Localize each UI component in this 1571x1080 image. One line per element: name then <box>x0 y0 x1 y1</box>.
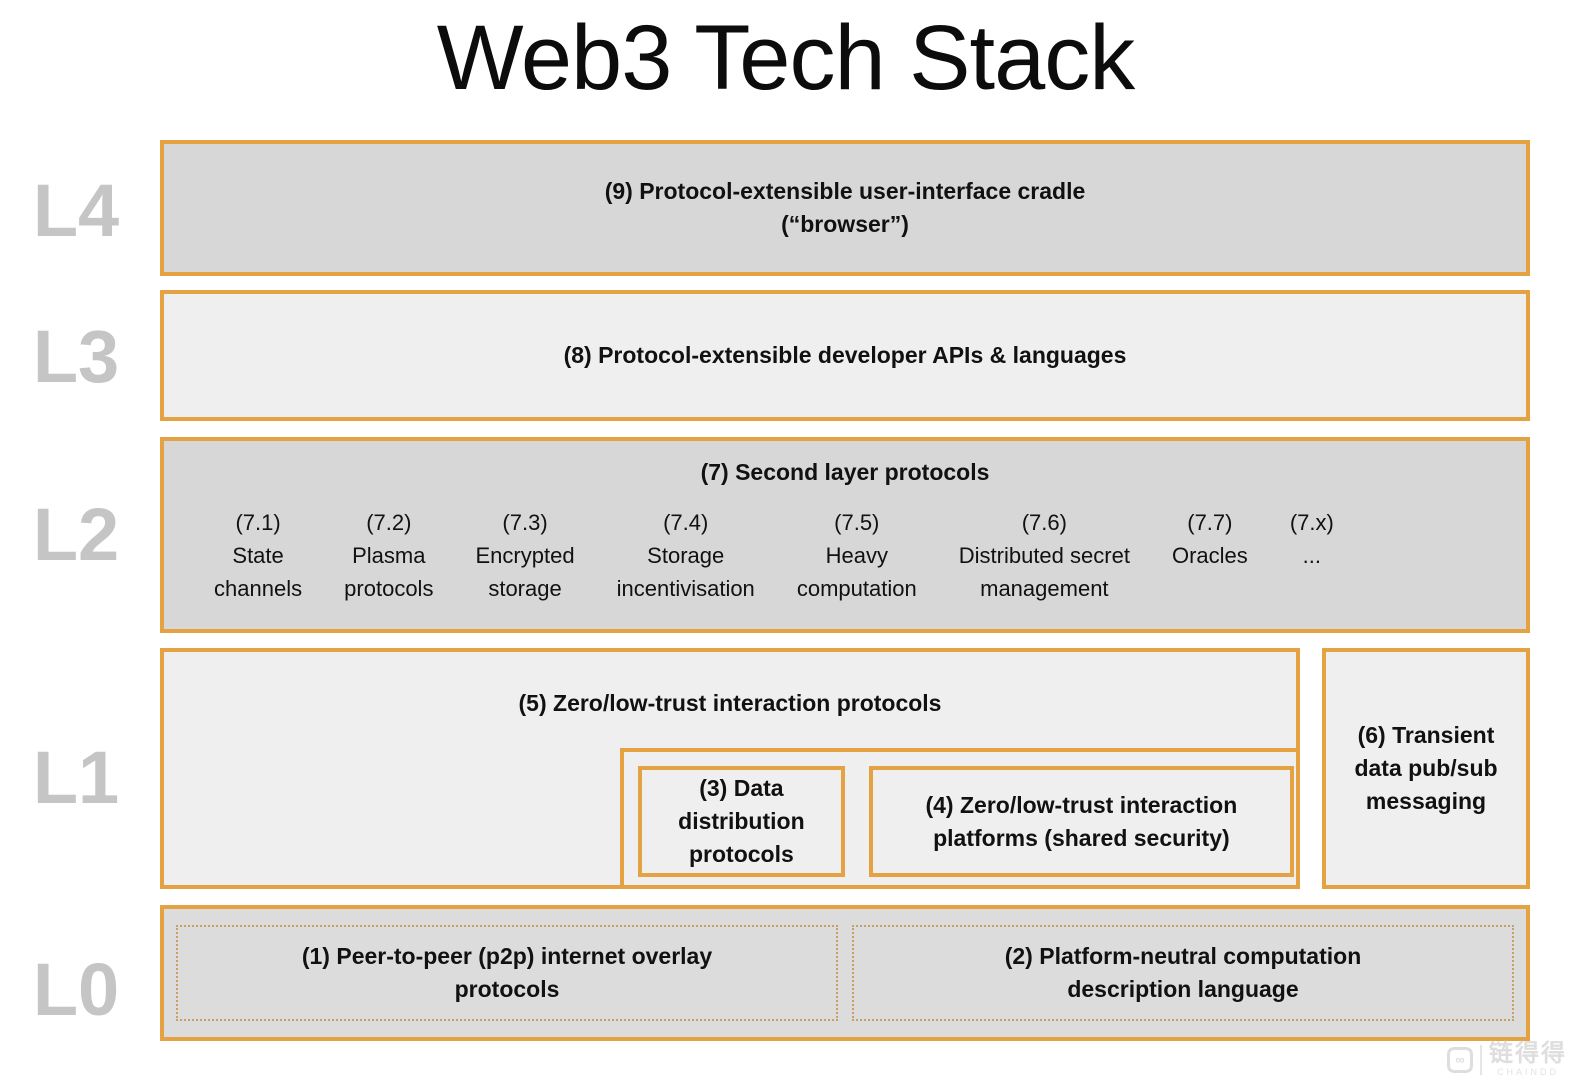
l2-item-num: (7.2) <box>366 510 412 535</box>
watermark: ∞ 链得得 CHAINDD <box>1447 1041 1567 1078</box>
l2-item-etc: (7.x) ... <box>1290 506 1334 572</box>
l2-item-num: (7.1) <box>235 510 281 535</box>
box-p2p-overlay: (1) Peer-to-peer (p2p) internet overlay … <box>176 925 838 1021</box>
l2-item-num: (7.6) <box>1021 510 1067 535</box>
box-data-distribution-line3: protocols <box>688 841 794 867</box>
l2-item-name: Distributed secret <box>958 543 1130 568</box>
l2-item-num: (7.7) <box>1187 510 1233 535</box>
l2-item-name: management <box>980 576 1109 601</box>
l2-item-name: incentivisation <box>616 576 755 601</box>
l2-item-heavy-computation: (7.5) Heavy computation <box>797 506 917 605</box>
l2-item-oracles: (7.7) Oracles <box>1172 506 1248 572</box>
box-developer-apis-line1: (8) Protocol-extensible developer APIs &… <box>563 342 1127 368</box>
box-transient-pubsub-line1: (6) Transient <box>1357 722 1495 748</box>
watermark-cjk-text: 链得得 <box>1489 1040 1567 1067</box>
box-p2p-overlay-line1: (1) Peer-to-peer (p2p) internet overlay <box>301 943 713 969</box>
l2-item-name: Encrypted <box>475 543 575 568</box>
l2-item-encrypted-storage: (7.3) Encrypted storage <box>476 506 575 605</box>
box-transient-pubsub: (6) Transient data pub/sub messaging <box>1322 648 1530 889</box>
box-interaction-platforms: (4) Zero/low-trust interaction platforms… <box>868 766 1294 877</box>
l2-item-name: State <box>232 543 284 568</box>
layer-label-l2: L2 <box>32 493 120 576</box>
layer-label-l4: L4 <box>32 169 120 252</box>
box-transient-pubsub-line3: messaging <box>1365 788 1487 814</box>
l2-item-num: (7.5) <box>834 510 880 535</box>
l2-item-name: ... <box>1302 543 1321 568</box>
box-computation-language-line1: (2) Platform-neutral computation <box>1004 943 1362 969</box>
watermark-divider <box>1480 1044 1482 1075</box>
box-transient-pubsub-line2: data pub/sub <box>1354 755 1498 781</box>
l2-item-name: Oracles <box>1171 543 1248 568</box>
box-data-distribution-line2: distribution <box>678 808 805 834</box>
second-layer-columns: (7.1) State channels (7.2) Plasma protoc… <box>164 506 1526 605</box>
chaindd-logo-icon: ∞ <box>1447 1046 1473 1073</box>
box-l0-container: (1) Peer-to-peer (p2p) internet overlay … <box>160 905 1530 1041</box>
box-data-distribution: (3) Data distribution protocols <box>638 766 845 877</box>
box-interaction-platforms-line1: (4) Zero/low-trust interaction <box>925 791 1238 818</box>
box-computation-language: (2) Platform-neutral computation descrip… <box>852 925 1514 1021</box>
l2-item-name: channels <box>214 576 303 601</box>
box-browser-cradle-line1: (9) Protocol-extensible user-interface c… <box>604 178 1086 204</box>
box-interaction-platforms-line2: platforms (shared security) <box>933 824 1230 851</box>
l2-item-name: protocols <box>344 576 434 601</box>
l2-item-name: storage <box>488 576 562 601</box>
box-zero-low-trust-protocols: (5) Zero/low-trust interaction protocols… <box>160 648 1300 889</box>
box-zero-low-trust-protocols-label: (5) Zero/low-trust interaction protocols <box>518 690 942 716</box>
box-data-distribution-line1: (3) Data <box>699 775 784 801</box>
box-second-layer-protocols: (7) Second layer protocols (7.1) State c… <box>160 437 1530 633</box>
watermark-latin-text: CHAINDD <box>1496 1067 1559 1077</box>
box-zero-low-trust-inner-group: (3) Data distribution protocols (4) Zero… <box>620 748 1300 889</box>
l2-item-name: computation <box>796 576 917 601</box>
l2-item-name: Heavy <box>825 543 888 568</box>
box-computation-language-line2: description language <box>1067 976 1299 1002</box>
box-browser-cradle-line2: (“browser”) <box>781 211 909 237</box>
l2-item-state-channels: (7.1) State channels <box>214 506 302 605</box>
watermark-text: 链得得 CHAINDD <box>1489 1041 1567 1078</box>
l2-item-num: (7.3) <box>502 510 548 535</box>
l2-item-name: Plasma <box>352 543 426 568</box>
box-p2p-overlay-line2: protocols <box>454 976 560 1002</box>
box-developer-apis: (8) Protocol-extensible developer APIs &… <box>160 290 1530 421</box>
box-browser-cradle: (9) Protocol-extensible user-interface c… <box>160 140 1530 276</box>
second-layer-header: (7) Second layer protocols <box>700 459 990 485</box>
l2-item-plasma-protocols: (7.2) Plasma protocols <box>344 506 433 605</box>
page-title: Web3 Tech Stack <box>436 7 1136 109</box>
l2-item-name: Storage <box>647 543 725 568</box>
l2-item-num: (7.4) <box>663 510 709 535</box>
l2-item-distributed-secret-management: (7.6) Distributed secret management <box>959 506 1130 605</box>
layer-label-l1: L1 <box>32 736 120 819</box>
layer-label-l3: L3 <box>32 315 120 398</box>
layer-label-l0: L0 <box>32 948 120 1031</box>
l2-item-storage-incentivisation: (7.4) Storage incentivisation <box>617 506 755 605</box>
l2-item-num: (7.x) <box>1289 510 1334 535</box>
